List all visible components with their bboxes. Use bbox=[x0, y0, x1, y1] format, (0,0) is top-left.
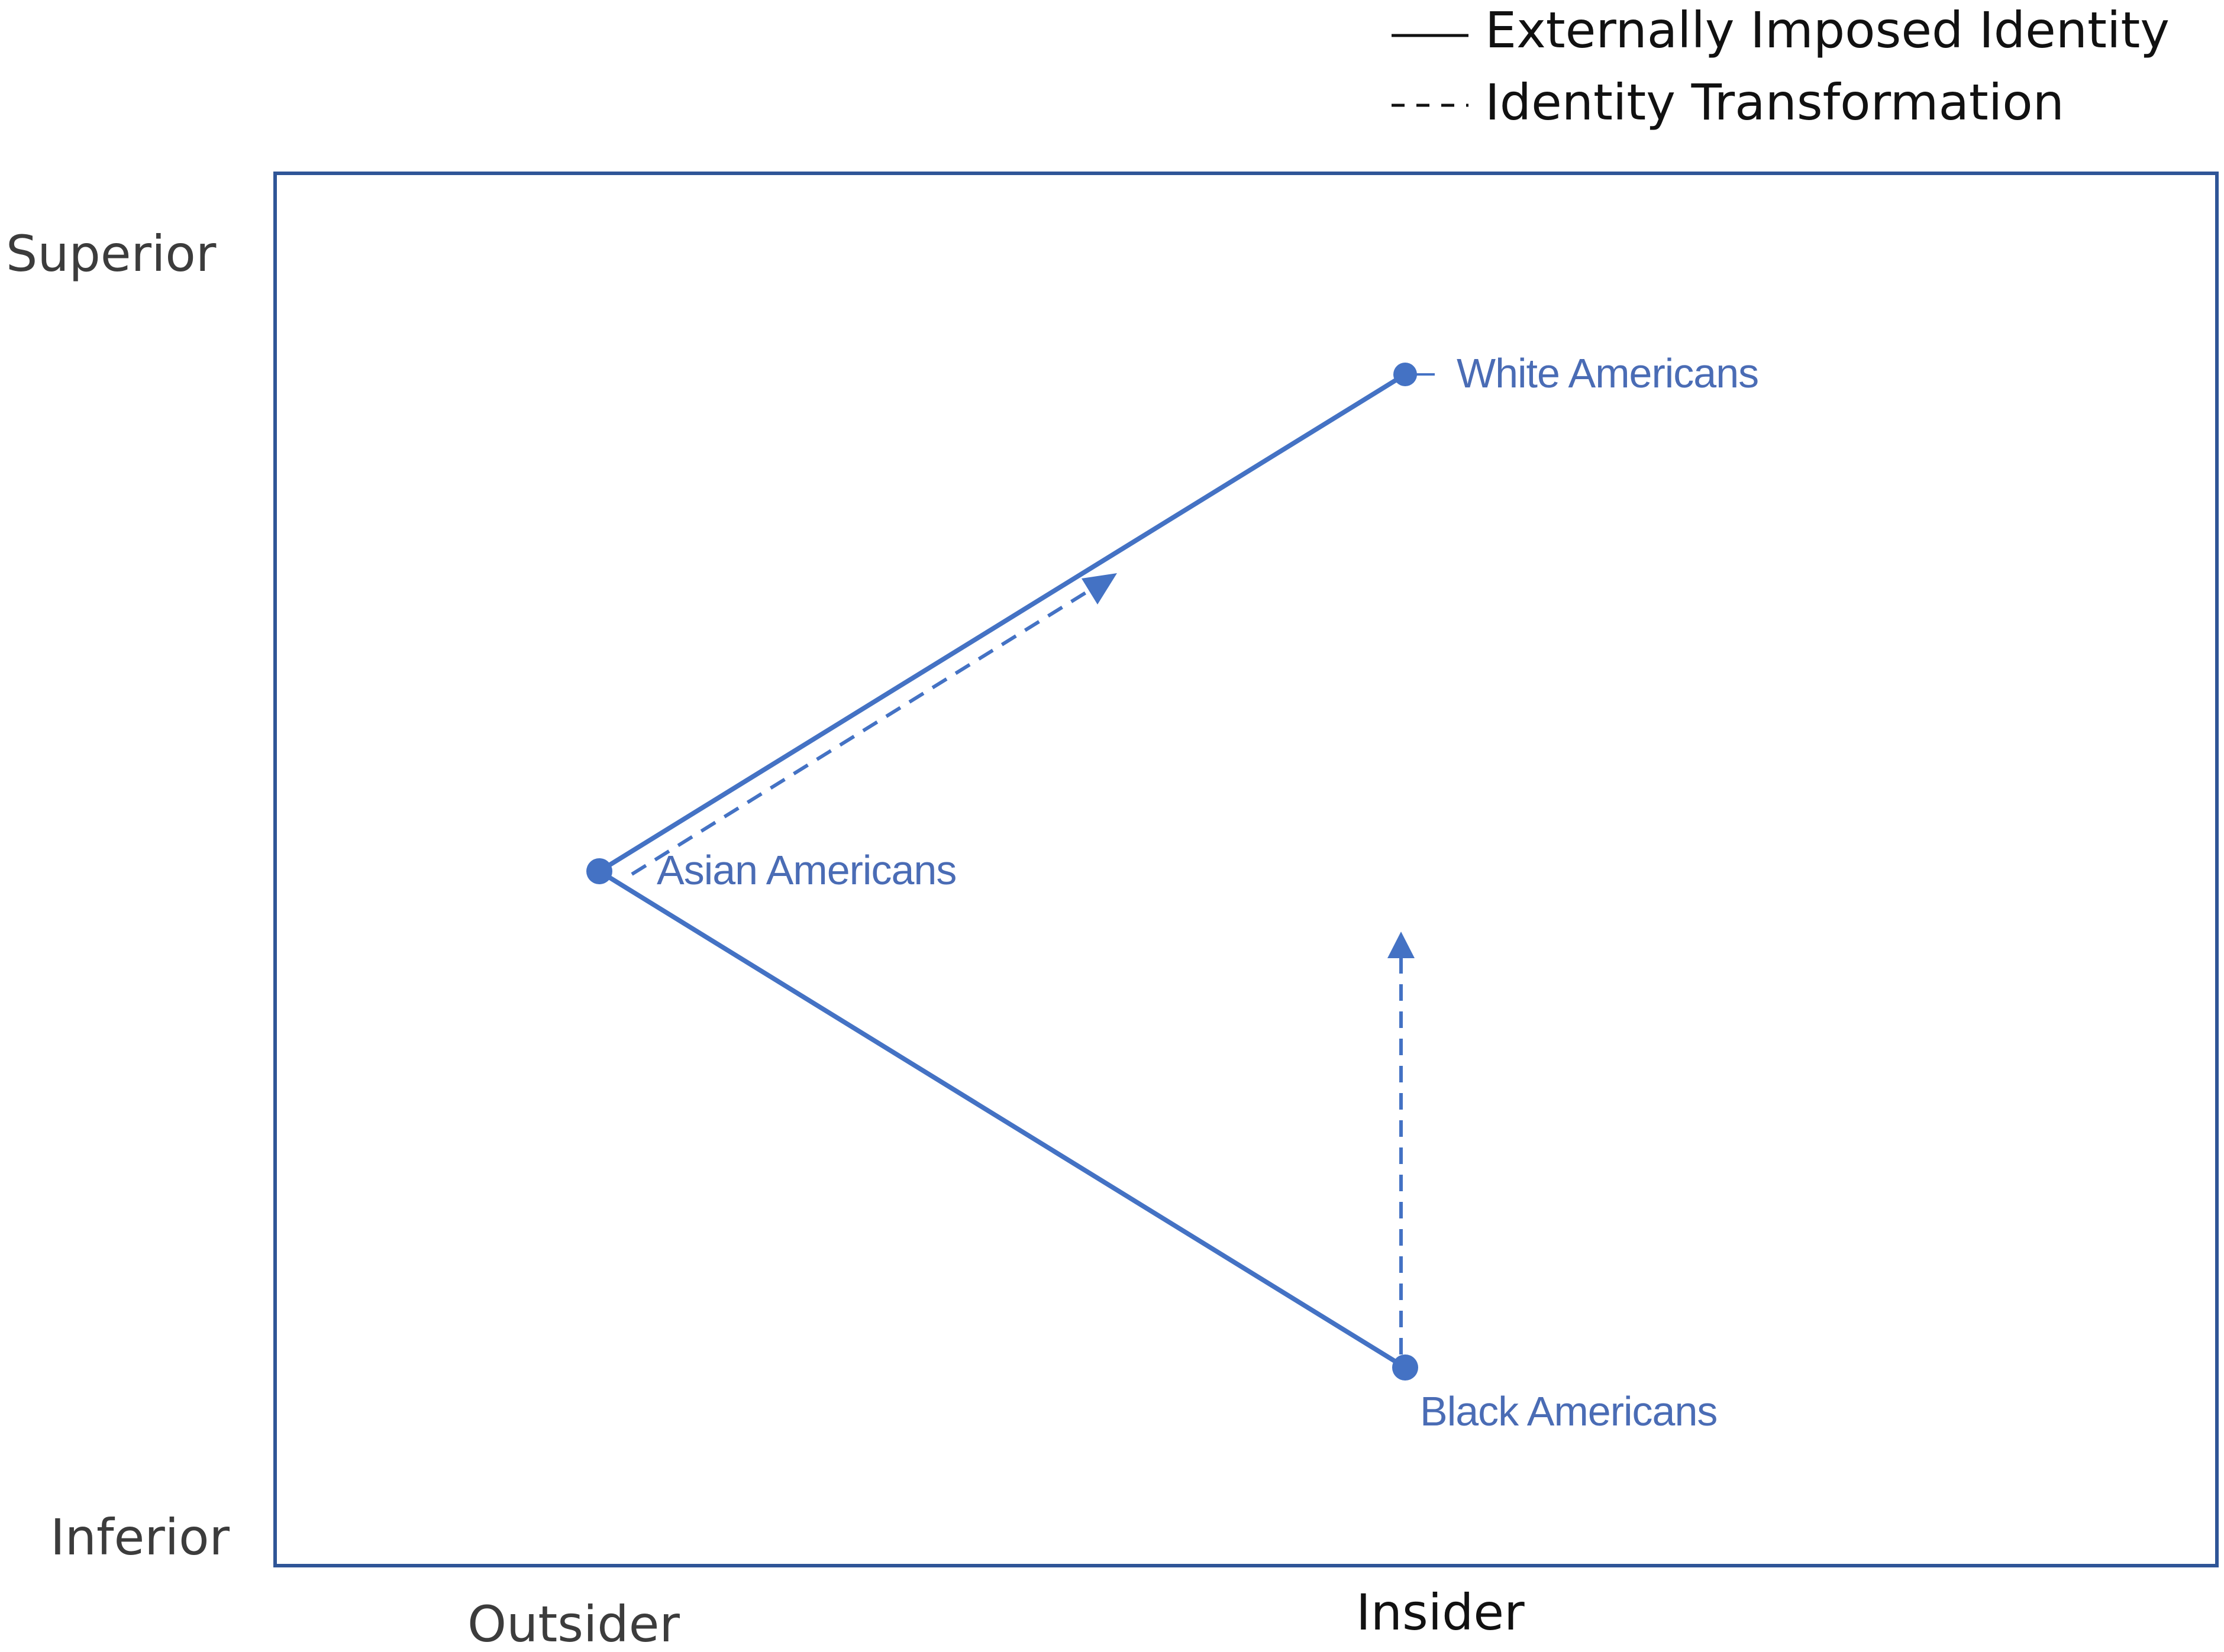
y-axis-top-label: Superior bbox=[6, 225, 217, 283]
x-axis-left-label: Outsider bbox=[467, 1595, 680, 1652]
dashed-arrow-asian-transformation bbox=[631, 586, 1095, 876]
legend-solid-label: Externally Imposed Identity bbox=[1485, 1, 2170, 59]
node-black-americans bbox=[1392, 1354, 1418, 1381]
legend: Externally Imposed Identity Identity Tra… bbox=[1392, 1, 2170, 131]
label-black-americans: Black Americans bbox=[1420, 1388, 1717, 1434]
plot-frame bbox=[273, 172, 2219, 1567]
node-asian-americans bbox=[586, 858, 612, 884]
label-white-americans: White Americans bbox=[1457, 350, 1758, 396]
y-axis-bottom-label: Inferior bbox=[50, 1508, 230, 1566]
x-axis-right-label: Insider bbox=[1356, 1583, 1525, 1641]
arrowhead-black-transformation bbox=[1387, 932, 1415, 958]
node-white-americans bbox=[1393, 363, 1417, 386]
label-asian-americans: Asian Americans bbox=[657, 847, 956, 893]
arrowhead-asian-transformation bbox=[1082, 573, 1117, 604]
legend-dashed-label: Identity Transformation bbox=[1485, 73, 2064, 131]
solid-line-asian-to-black bbox=[597, 869, 1408, 1370]
solid-line-asian-to-white bbox=[597, 372, 1408, 874]
